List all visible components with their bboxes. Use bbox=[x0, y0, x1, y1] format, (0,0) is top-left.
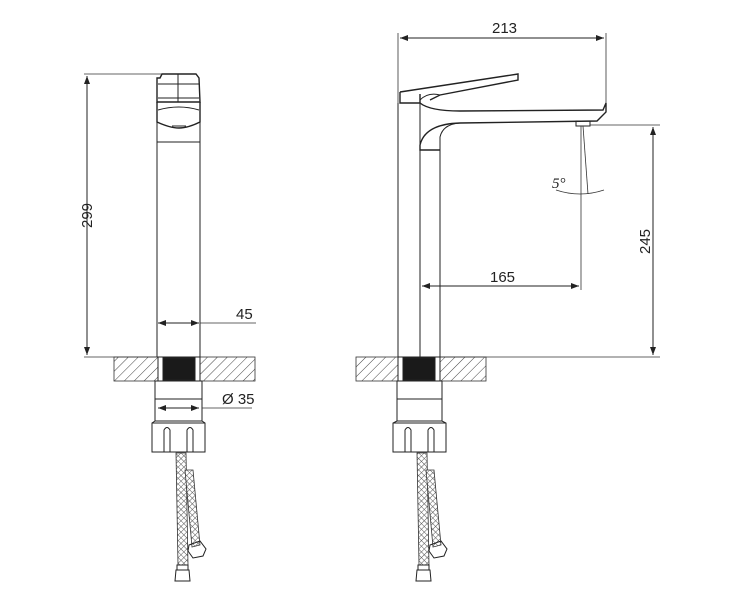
front-countertop bbox=[113, 356, 256, 382]
label-165: 165 bbox=[490, 269, 515, 286]
side-spout bbox=[419, 102, 607, 151]
front-view: 299 45 Ø 35 bbox=[79, 73, 256, 582]
dim-213: 213 bbox=[397, 20, 607, 357]
side-shank bbox=[392, 380, 447, 453]
dim-299: 299 bbox=[79, 73, 162, 358]
side-view: 213 5° 165 bbox=[355, 20, 660, 582]
dim-5-degree: 5° bbox=[552, 125, 605, 290]
side-body bbox=[397, 103, 441, 357]
front-shank: Ø 35 bbox=[151, 380, 255, 453]
dim-45: 45 bbox=[158, 306, 256, 326]
side-handle bbox=[399, 73, 519, 104]
label-diameter-35: Ø 35 bbox=[222, 391, 255, 408]
label-45: 45 bbox=[236, 306, 253, 323]
label-213: 213 bbox=[492, 20, 517, 37]
dim-245: 245 bbox=[440, 124, 660, 358]
front-handle bbox=[156, 73, 201, 143]
front-hoses bbox=[174, 452, 207, 582]
dim-165: 165 bbox=[422, 269, 579, 289]
label-5-degree: 5° bbox=[552, 176, 566, 192]
side-countertop bbox=[355, 356, 487, 382]
side-hoses bbox=[415, 452, 448, 582]
front-body bbox=[156, 122, 201, 357]
label-245: 245 bbox=[637, 229, 654, 254]
label-299: 299 bbox=[79, 203, 96, 228]
